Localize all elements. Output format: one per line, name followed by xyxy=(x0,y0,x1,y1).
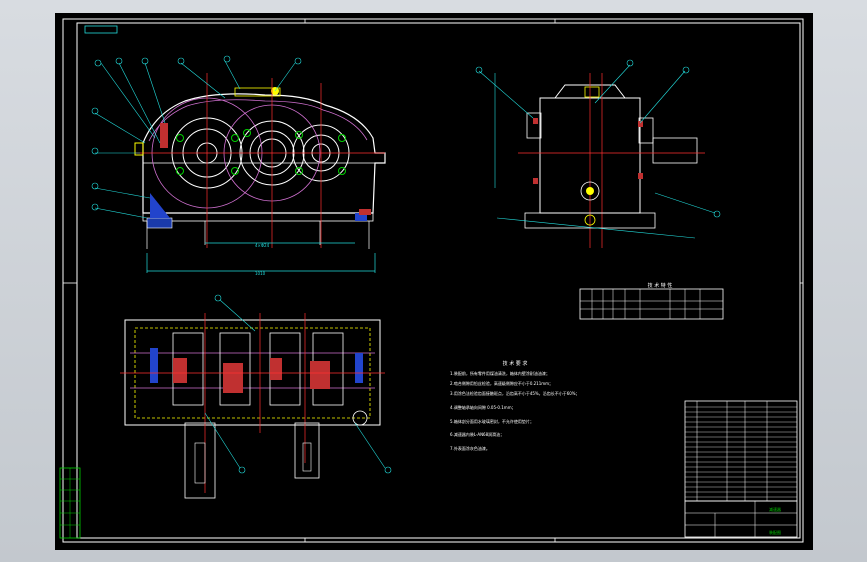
technical-notes: 技 术 要 求 1.装配前，所有零件用煤油清洗，箱体内壁涂耐油油漆； 2.啮合侧… xyxy=(450,360,580,451)
note-7: 7.外表面涂灰色油漆。 xyxy=(450,445,490,451)
dim-a: 4×Φ24 xyxy=(255,243,270,248)
top-view xyxy=(120,294,392,499)
spec-table: 技 术 特 性 xyxy=(579,282,724,320)
note-2: 2.啮合侧隙用铅丝检验，高速级侧隙应不小于0.211mm； xyxy=(450,380,553,386)
note-6: 6.减速器内装L-AN68润滑油； xyxy=(450,431,504,437)
note-3: 3.用涂色法检验齿面接触斑点，沿齿高不小于45%，沿齿长不小于60%； xyxy=(450,390,580,396)
left-stamp-table xyxy=(59,467,81,539)
title-tag-box xyxy=(84,25,118,34)
outer-frame xyxy=(62,18,804,543)
note-5: 5.箱体剖分面用水玻璃密封，不允许使用垫片； xyxy=(450,418,534,424)
title-block: 减速器 装配图 xyxy=(684,500,798,538)
spec-heading: 技 术 特 性 xyxy=(648,282,673,289)
front-view: 4×Φ24 1010 xyxy=(91,55,386,276)
notes-heading: 技 术 要 求 xyxy=(503,360,528,367)
cad-drawing-canvas[interactable]: 4×Φ24 1010 xyxy=(55,13,813,550)
note-1: 1.装配前，所有零件用煤油清洗，箱体内壁涂耐油油漆； xyxy=(450,370,550,376)
sheet-label: 装配图 xyxy=(769,529,781,535)
parts-list xyxy=(684,400,798,502)
zone-ticks xyxy=(63,19,803,542)
inner-frame xyxy=(76,22,801,539)
title-block-name: 减速器 xyxy=(769,506,781,512)
drawing-svg: 4×Φ24 1010 xyxy=(59,18,804,543)
dim-b: 1010 xyxy=(255,271,266,276)
side-view xyxy=(475,59,721,248)
note-4: 4.调整轴承轴向间隙 0.05-0.1mm； xyxy=(450,404,516,410)
